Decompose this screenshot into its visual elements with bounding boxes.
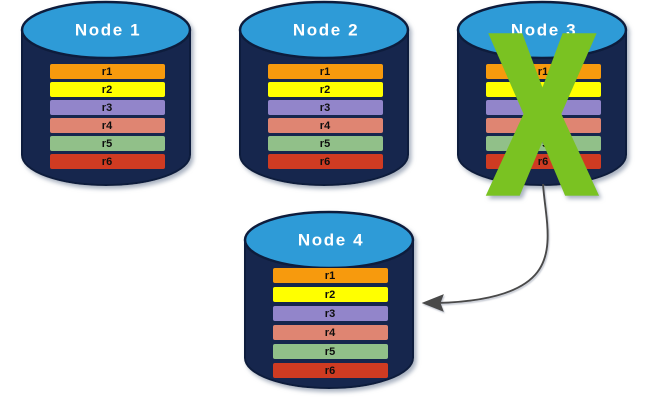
node-4-row-r5-bar [273, 344, 388, 359]
node-2[interactable]: Node 2 r1 r2 r3 r4 [238, 0, 410, 186]
node-4-row-r2-bar [273, 287, 388, 302]
node-1-cylinder-top [20, 0, 192, 60]
node-3-title: Node 3 [511, 20, 577, 39]
node-1-row-r2-bar [50, 82, 165, 97]
node-1-row-r1-bar [50, 64, 165, 79]
node-1-title: Node 1 [75, 20, 141, 39]
node-1-row-r1[interactable]: r1 [50, 64, 165, 79]
node-4-row-r1-bar [273, 268, 388, 283]
node-2-cylinder-top [238, 0, 410, 60]
node-1-row-r5-label: r5 [102, 138, 112, 150]
node-2-row-r2-label: r2 [320, 84, 330, 96]
node-4-row-r3-label: r3 [325, 308, 335, 320]
node-3-row-r6-label: r6 [538, 156, 548, 168]
node-2-row-r5[interactable]: r5 [268, 136, 383, 151]
node-1-row-r4-label: r4 [102, 120, 113, 132]
node-1-row-r5[interactable]: r5 [50, 136, 165, 151]
node-4-row-r1[interactable]: r1 [273, 268, 388, 283]
node-2-rows: r1 r2 r3 r4 r5 [268, 64, 383, 169]
node-4-row-r5-label: r5 [325, 346, 335, 358]
node-4[interactable]: Node 4 r1 r2 r3 r4 [243, 210, 415, 389]
node-3[interactable]: Node 3 r1 r2 r3 r4 [456, 0, 628, 196]
node-2-row-r5-bar [268, 136, 383, 151]
connector-node3-to-node4[interactable] [421, 183, 549, 312]
node-2-row-r4[interactable]: r4 [268, 118, 383, 133]
node-1-row-r3[interactable]: r3 [50, 100, 165, 115]
node-3-failure-x-icon [485, 33, 600, 196]
node-2-row-r6-label: r6 [320, 156, 330, 168]
node-1-row-r6-bar [50, 154, 165, 169]
node-2-row-r3-label: r3 [320, 102, 330, 114]
node-1-row-r5-bar [50, 136, 165, 151]
node-3-row-r5-label: r5 [538, 138, 548, 150]
node-4-row-r3-bar [273, 306, 388, 321]
node-1-row-r3-bar [50, 100, 165, 115]
node-2-row-r1-bar [268, 64, 383, 79]
node-2-title: Node 2 [293, 20, 359, 39]
node-2-row-r2-bar [268, 82, 383, 97]
node-2-row-r3[interactable]: r3 [268, 100, 383, 115]
node-2-row-r5-label: r5 [320, 138, 330, 150]
node-2-row-r4-label: r4 [320, 120, 331, 132]
node-1-row-r4[interactable]: r4 [50, 118, 165, 133]
node-1-row-r6[interactable]: r6 [50, 154, 165, 169]
node-4-row-r4[interactable]: r4 [273, 325, 388, 340]
node-1-row-r2[interactable]: r2 [50, 82, 165, 97]
node-4-row-r1-label: r1 [325, 270, 335, 282]
node-2-row-r2[interactable]: r2 [268, 82, 383, 97]
node-1-row-r4-bar [50, 118, 165, 133]
node-2-row-r6[interactable]: r6 [268, 154, 383, 169]
node-1[interactable]: Node 1 r1 r2 r3 r4 [20, 0, 192, 186]
node-4-row-r6-bar [273, 363, 388, 378]
node-2-row-r6-bar [268, 154, 383, 169]
node-4-row-r4-bar [273, 325, 388, 340]
node-1-rows: r1 r2 r3 r4 r5 [50, 64, 165, 169]
node-2-row-r1-label: r1 [320, 66, 330, 78]
node-4-row-r6[interactable]: r6 [273, 363, 388, 378]
node-2-row-r4-bar [268, 118, 383, 133]
node-1-row-r1-label: r1 [102, 66, 112, 78]
node-1-row-r2-label: r2 [102, 84, 112, 96]
node-1-row-r6-label: r6 [102, 156, 112, 168]
node-4-rows: r1 r2 r3 r4 r5 [273, 268, 388, 378]
node-4-row-r2[interactable]: r2 [273, 287, 388, 302]
node-4-row-r4-label: r4 [325, 327, 336, 339]
node-4-row-r6-label: r6 [325, 365, 335, 377]
node-4-row-r2-label: r2 [325, 289, 335, 301]
node-4-row-r5[interactable]: r5 [273, 344, 388, 359]
node-2-row-r1[interactable]: r1 [268, 64, 383, 79]
connector-line [436, 183, 549, 304]
node-1-row-r3-label: r3 [102, 102, 112, 114]
node-3-row-r1-label: r1 [538, 66, 548, 78]
node-2-row-r3-bar [268, 100, 383, 115]
connector-arrowhead-icon [421, 294, 444, 312]
node-4-row-r3[interactable]: r3 [273, 306, 388, 321]
node-4-title: Node 4 [298, 230, 364, 249]
